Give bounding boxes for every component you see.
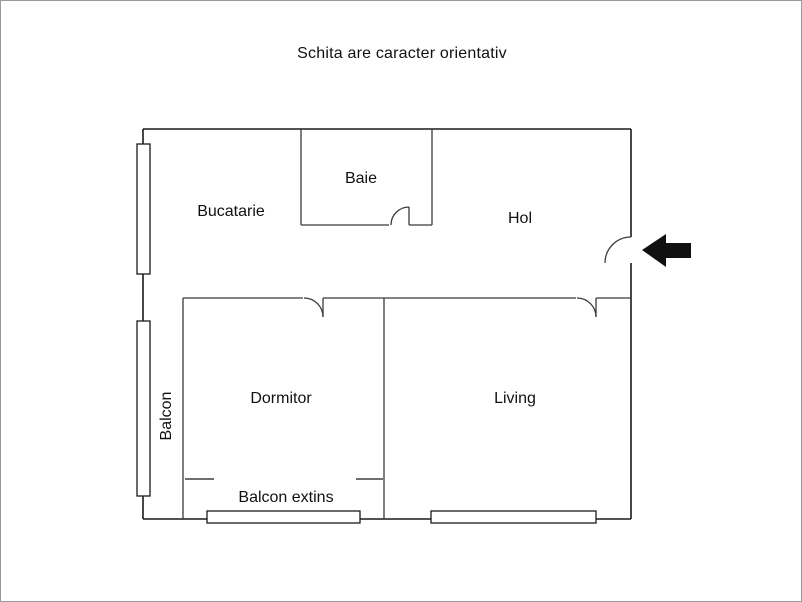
door-dormitor-arc	[303, 297, 324, 318]
room-label-dormitor: Dormitor	[250, 390, 312, 407]
room-label-hol: Hol	[508, 210, 532, 227]
room-labels: Bucatarie Baie Hol Dormitor Living Balco…	[158, 170, 536, 506]
door-baie-arc	[390, 206, 410, 226]
entrance-arrow	[642, 234, 691, 267]
room-label-baie: Baie	[345, 170, 377, 187]
entrance-arrow-icon	[642, 234, 691, 267]
room-label-bucatarie: Bucatarie	[197, 203, 265, 220]
window-living-south	[430, 510, 597, 524]
window-bucatarie-west	[136, 143, 151, 275]
room-label-balcon-extins: Balcon extins	[238, 489, 333, 506]
door-living-arc	[576, 297, 597, 318]
doors	[303, 206, 632, 318]
window-balcon-west	[136, 320, 151, 497]
door-entrance-arc	[604, 236, 632, 264]
exterior-walls	[142, 128, 632, 520]
windows	[136, 143, 597, 524]
page-title: Schita are caracter orientativ	[297, 45, 507, 62]
room-label-balcon: Balcon	[158, 392, 175, 441]
interior-walls	[182, 129, 631, 519]
window-balcon-extins-south	[206, 510, 361, 524]
room-label-living: Living	[494, 390, 536, 407]
